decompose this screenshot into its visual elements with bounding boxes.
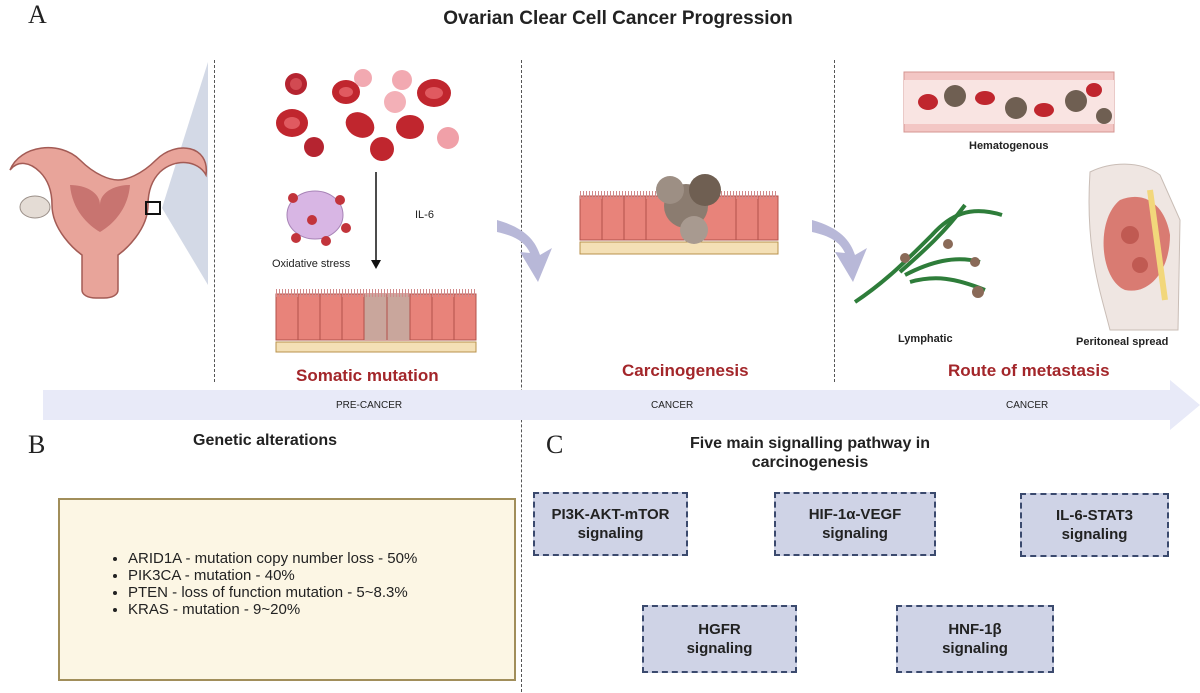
genetic-alterations-list: ARID1A - mutation copy number loss - 50%…: [106, 550, 514, 618]
pathway-suffix: signaling: [942, 640, 1008, 657]
pathway-name: HNF-1β: [948, 621, 1002, 638]
pathway-box-pi3k: PI3K-AKT-mTOR signaling: [533, 492, 688, 556]
pathway-box-hif: HIF-1α-VEGF signaling: [774, 492, 936, 556]
panel-b-title: Genetic alterations: [193, 432, 338, 449]
blood-vessel-illustration: [903, 71, 1115, 133]
epithelium-precancer: [275, 289, 477, 353]
panel-a-illustrations: [9, 62, 1200, 430]
pathway-suffix: signaling: [686, 640, 753, 657]
curved-arrow-2: [812, 220, 867, 282]
peritoneal-illustration: [1088, 163, 1181, 331]
pathway-name: HIF-1α-VEGF: [808, 506, 902, 523]
divider-3: [834, 60, 835, 382]
pathway-box-il6: IL-6-STAT3 signaling: [1020, 493, 1169, 557]
divider-2: [521, 60, 522, 692]
stage-metastasis: Route of metastasis: [948, 361, 1110, 380]
hematogenous-label: Hematogenous: [969, 140, 1049, 152]
uterus-illustration: [9, 146, 207, 299]
oxidative-stress-label: Oxidative stress: [272, 258, 351, 270]
panel-c-title-line1: Five main signalling pathway in: [689, 435, 931, 452]
zoom-wedge: [162, 62, 208, 285]
blood-cells-illustration: [276, 69, 459, 161]
progression-arrow: [43, 380, 1200, 430]
phase-precancer: PRE-CANCER: [336, 400, 403, 411]
epithelium-cancer: [579, 174, 779, 255]
il6-label: IL-6: [415, 209, 434, 221]
oxidative-stress-illustration: [286, 190, 351, 246]
gene-item-kras: KRAS - mutation - 9~20%: [128, 601, 514, 618]
panel-b-letter: B: [28, 430, 46, 459]
peritoneal-label: Peritoneal spread: [1076, 336, 1169, 348]
panel-c-title: Five main signalling pathway in carcinog…: [600, 434, 1020, 472]
pathway-name: PI3K-AKT-mTOR: [551, 506, 670, 523]
pathway-box-hnf1b: HNF-1β signaling: [896, 605, 1054, 673]
curved-arrow-1: [497, 220, 552, 282]
pathway-name: HGFR: [698, 621, 741, 638]
pathway-name: IL-6-STAT3: [1056, 507, 1133, 524]
pathway-suffix: signaling: [822, 525, 888, 542]
gene-item-pik3ca: PIK3CA - mutation - 40%: [128, 567, 514, 584]
phase-cancer-1: CANCER: [651, 400, 694, 411]
pathway-suffix: signaling: [1061, 526, 1128, 543]
pathway-suffix: signaling: [577, 525, 644, 542]
pathway-box-hgfr: HGFR signaling: [642, 605, 797, 673]
gene-item-arid1a: ARID1A - mutation copy number loss - 50%: [128, 550, 514, 567]
lymphatic-label: Lymphatic: [898, 333, 953, 345]
panel-c-letter: C: [546, 430, 564, 459]
stage-carcinogenesis: Carcinogenesis: [622, 361, 749, 380]
phase-cancer-2: CANCER: [1006, 400, 1049, 411]
panel-c-title-line2: carcinogenesis: [751, 454, 869, 471]
gene-item-pten: PTEN - loss of function mutation - 5~8.3…: [128, 584, 514, 601]
divider-1: [214, 60, 215, 382]
genetic-alterations-box: ARID1A - mutation copy number loss - 50%…: [58, 498, 516, 681]
panel-a-title: Ovarian Clear Cell Cancer Progression: [443, 8, 793, 29]
panel-a-letter: A: [28, 0, 47, 29]
stage-somatic-mutation: Somatic mutation: [296, 366, 439, 385]
lymph-cells: [900, 239, 984, 298]
